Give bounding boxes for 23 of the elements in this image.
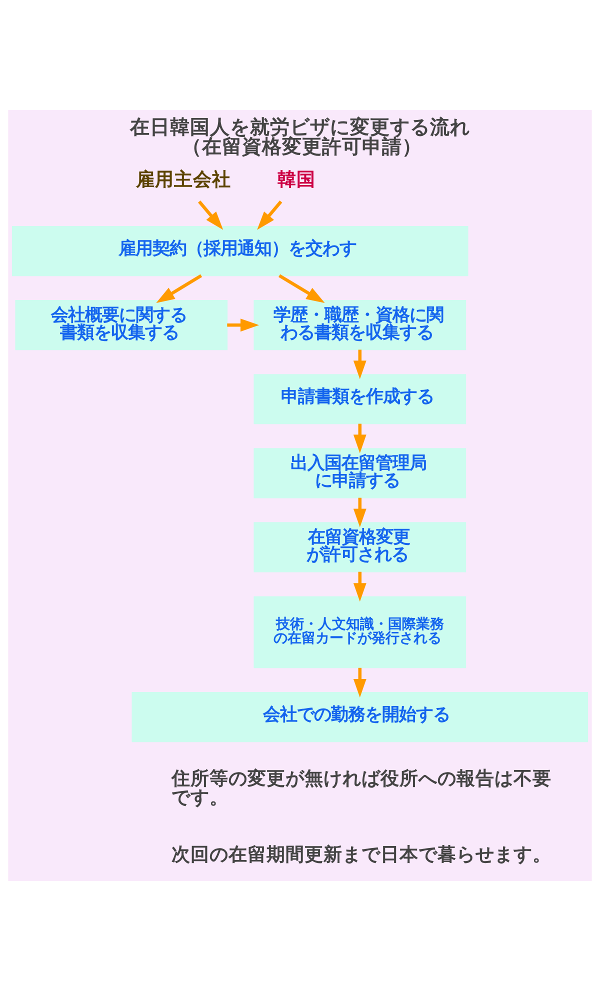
- label: 住所等の変更が無ければ役所への報告は不要です。: [172, 768, 552, 808]
- node-box: 出入国在留管理局に申請する: [254, 448, 466, 498]
- node-box: 会社での勤務を開始する: [132, 692, 588, 742]
- node-box: 雇用契約（採用通知）を交わす: [12, 225, 468, 276]
- label: 次回の在留期間更新まで日本で暮らせます。: [172, 844, 552, 865]
- node-text: 韓国: [278, 168, 316, 190]
- arrow: [198, 200, 224, 230]
- arrow: [353, 349, 366, 379]
- node-box: 会社概要に関する書類を収集する: [15, 300, 228, 350]
- arrow: [353, 497, 366, 527]
- diagram-title: 在日韓国人を就労ビザに変更する流れ（在留資格変更許可申請）: [130, 114, 470, 158]
- arrow: [353, 571, 366, 602]
- node-box: 技術・人文知識・国際業務の在留カードが発行される: [254, 596, 466, 668]
- arrow: [227, 318, 260, 332]
- arrow: [278, 274, 325, 302]
- node-text: 雇用主会社: [136, 168, 232, 190]
- node-box: 申請書類を作成する: [254, 374, 466, 424]
- arrow: [257, 200, 282, 230]
- arrow: [353, 423, 366, 453]
- arrow: [156, 274, 202, 302]
- arrow: [353, 667, 366, 698]
- node-box: 在留資格変更が許可される: [254, 522, 466, 572]
- node-box: 学歴・職歴・資格に関わる書類を収集する: [254, 300, 466, 350]
